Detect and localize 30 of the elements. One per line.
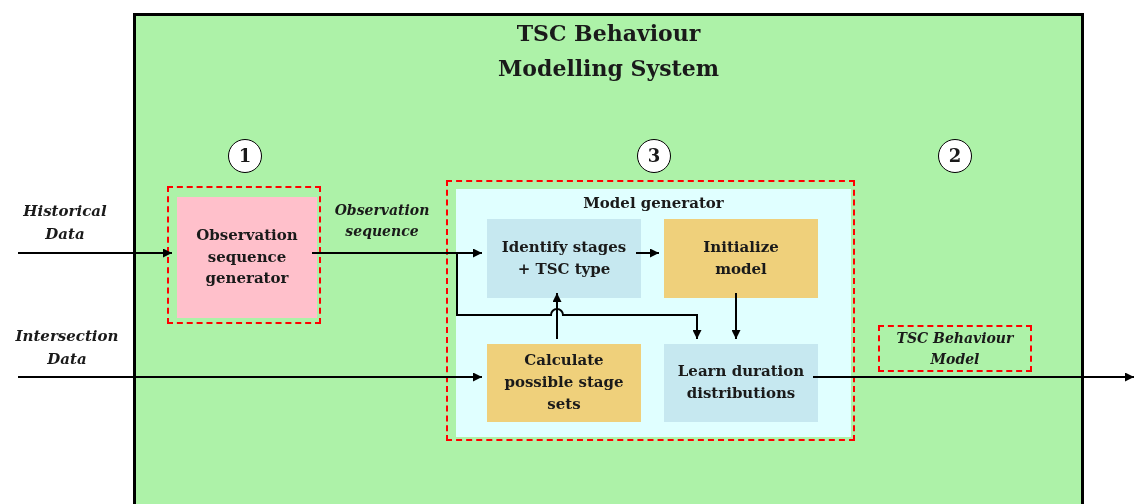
process-box xyxy=(664,219,818,298)
process-box xyxy=(487,219,641,298)
process-box xyxy=(487,344,641,422)
number-circle xyxy=(228,139,262,173)
number-circle xyxy=(938,139,972,173)
callout-number: 3 xyxy=(647,147,661,165)
number-circle xyxy=(637,139,671,173)
input-label: Intersection Data xyxy=(14,326,120,370)
process-box xyxy=(177,197,317,318)
process-box xyxy=(664,344,818,422)
arrow xyxy=(635,248,660,258)
output-label: TSC Behaviour Model xyxy=(895,329,1015,369)
arrow xyxy=(552,292,562,340)
system-title: TSC Behaviour Modelling System xyxy=(497,19,720,84)
box-label: Calculate possible stage sets xyxy=(504,350,624,415)
arrow xyxy=(731,292,741,340)
output-box xyxy=(878,325,1032,372)
box-label: Initialize model xyxy=(702,236,780,280)
arrow xyxy=(17,248,173,258)
panel-title: Model generator xyxy=(583,193,724,212)
box-label: Identify stages + TSC type xyxy=(500,236,628,280)
dashed-region xyxy=(167,186,321,324)
arrow xyxy=(812,372,1134,382)
box-label: Observation sequence generator xyxy=(195,224,299,290)
callout-number: 1 xyxy=(238,147,252,165)
arrow xyxy=(17,372,483,382)
callout-number: 2 xyxy=(948,147,962,165)
input-label: Historical Data xyxy=(22,201,108,245)
system-panel xyxy=(133,13,1084,504)
box-label: Learn duration distributions xyxy=(676,361,806,404)
